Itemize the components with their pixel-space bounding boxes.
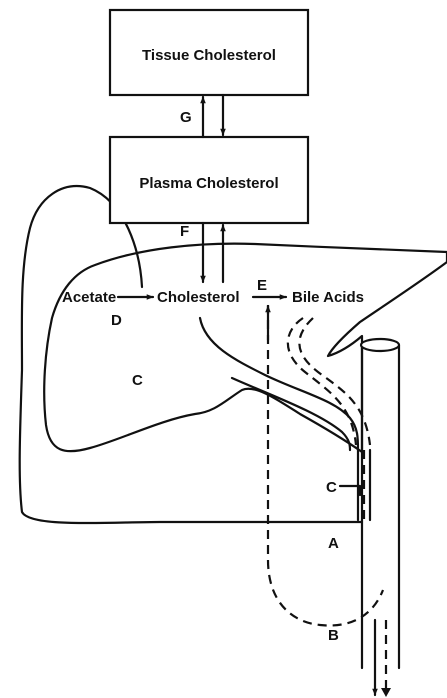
- bile-acids-label: Bile Acids: [292, 289, 364, 306]
- letter-e: E: [257, 277, 267, 294]
- cholesterol-excretion-line-a: [200, 318, 358, 450]
- letter-c-liver: C: [132, 372, 143, 389]
- letter-g: G: [180, 109, 192, 126]
- fecal-excretion-arrowhead-dashed: [381, 688, 391, 697]
- letter-b: B: [328, 627, 339, 644]
- letter-d: D: [111, 312, 122, 329]
- acetate-label: Acetate: [62, 289, 116, 306]
- enterohepatic-loop: [20, 186, 362, 523]
- letter-c-duct: C: [326, 479, 337, 496]
- letter-a: A: [328, 535, 339, 552]
- bile-acid-reabsorption-loop: [268, 305, 383, 626]
- tissue-cholesterol-label: Tissue Cholesterol: [142, 47, 276, 64]
- letter-f: F: [180, 223, 189, 240]
- cholesterol-label: Cholesterol: [157, 289, 240, 306]
- intestine-top: [361, 339, 399, 351]
- plasma-cholesterol-label: Plasma Cholesterol: [139, 175, 278, 192]
